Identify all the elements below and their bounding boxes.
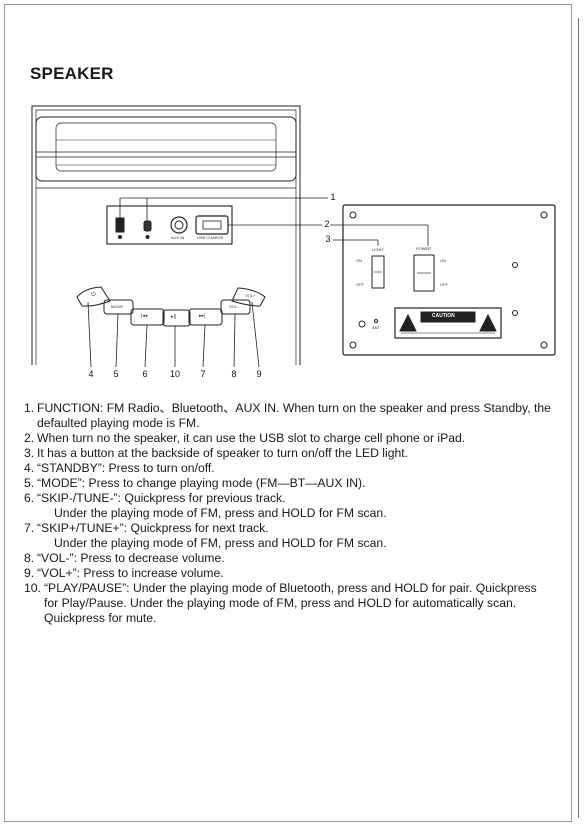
instruction-1: 1.FUNCTION: FM Radio、Bluetooth、AUX IN. W…: [24, 401, 554, 431]
light-switch: [371, 255, 385, 289]
instruction-text: “VOL+”: Press to increase volume.: [37, 566, 224, 580]
instruction-text: “SKIP-/TUNE-”: Quickpress for previous t…: [37, 491, 286, 505]
speaker-handle: [35, 116, 297, 182]
instruction-number: 7.: [24, 521, 35, 535]
speaker-body-outline: [31, 105, 301, 365]
skip-prev-button: [130, 308, 165, 326]
callout-1: 1: [330, 192, 336, 202]
instruction-number: 5.: [24, 476, 35, 490]
caution-text: CAUTION: [432, 313, 455, 319]
callout-2: 2: [324, 219, 330, 229]
ant-label: ANT: [372, 325, 380, 330]
play-pause-button: [162, 309, 191, 327]
callout-10: 10: [169, 369, 181, 379]
vol-minus-label: VOL-: [229, 304, 239, 309]
back-panel: [342, 204, 556, 356]
light-label: LIGHT: [372, 247, 384, 252]
standby-button: [76, 286, 111, 307]
instruction-text: “PLAY/PAUSE”: Under the playing mode of …: [44, 581, 537, 625]
light-off-label: OFF: [356, 282, 364, 287]
instruction-text: “SKIP+/TUNE+”: Quickpress for next track…: [37, 521, 269, 535]
instruction-number: 9.: [24, 566, 35, 580]
caution-label: [394, 307, 502, 339]
instruction-number: 4.: [24, 461, 35, 475]
instruction-text: When turn no the speaker, it can use the…: [37, 431, 466, 445]
mode-button: [103, 299, 134, 315]
manual-page: [4, 4, 572, 822]
standby-icon: ⏻: [91, 292, 96, 298]
usb-slot: [195, 215, 229, 235]
aux-label: AUX IN: [171, 235, 185, 240]
instruction-5: 5.“MODE”: Press to change playing mode (…: [24, 476, 554, 491]
instruction-8: 8.“VOL-”: Press to decrease volume.: [24, 551, 554, 566]
skip-next-button: [188, 308, 223, 326]
antenna-socket: [358, 320, 366, 328]
instruction-number: 3.: [24, 446, 35, 460]
callout-4: 4: [88, 369, 94, 379]
instruction-2: 2.When turn no the speaker, it can use t…: [24, 431, 554, 446]
aux-jack: [170, 216, 188, 234]
instruction-subtext: Under the playing mode of FM, press and …: [54, 536, 387, 550]
instruction-text: “VOL-”: Press to decrease volume.: [37, 551, 225, 565]
skip-prev-icon: |◂◂: [141, 313, 148, 319]
callout-7: 7: [200, 369, 206, 379]
led-indicator: [143, 220, 152, 232]
page-edge-rule: [578, 18, 579, 818]
power-label: POWER: [416, 246, 432, 251]
callout-3: 3: [325, 234, 331, 244]
instruction-number: 6.: [24, 491, 35, 505]
instruction-number: 10.: [24, 581, 41, 595]
instruction-number: 2.: [24, 431, 35, 445]
callout-8: 8: [231, 369, 237, 379]
callout-9: 9: [256, 369, 262, 379]
instruction-10: 10.“PLAY/PAUSE”: Under the playing mode …: [24, 581, 554, 626]
instruction-number: 8.: [24, 551, 35, 565]
vol-plus-label: VOL+: [245, 293, 256, 298]
vol-minus-button: [220, 299, 251, 315]
instruction-list: 1.FUNCTION: FM Radio、Bluetooth、AUX IN. W…: [24, 401, 554, 626]
vol-plus-button: [231, 287, 266, 307]
instruction-7: 7.“SKIP+/TUNE+”: Quickpress for next tra…: [24, 521, 554, 551]
power-switch: [413, 254, 435, 292]
instruction-6: 6.“SKIP-/TUNE-”: Quickpress for previous…: [24, 491, 554, 521]
speaker-body-inner: [35, 109, 297, 365]
instruction-number: 1.: [24, 401, 35, 415]
speaker-diagram: AUX IN USB CHARGE LIGHT POWER ON OFF ON …: [0, 0, 585, 400]
instruction-4: 4.“STANDBY”: Press to turn on/off.: [24, 461, 554, 476]
callout-6: 6: [142, 369, 148, 379]
instruction-text: FUNCTION: FM Radio、Bluetooth、AUX IN. Whe…: [37, 401, 551, 430]
callout-5: 5: [113, 369, 119, 379]
instruction-text: “MODE”: Press to change playing mode (FM…: [37, 476, 366, 490]
usb-label: USB CHARGE: [197, 235, 224, 240]
instruction-9: 9.“VOL+”: Press to increase volume.: [24, 566, 554, 581]
power-off-label: OFF: [440, 282, 448, 287]
skip-next-icon: ▸▸|: [199, 313, 206, 319]
instruction-subtext: Under the playing mode of FM, press and …: [54, 506, 387, 520]
mode-button-label: MODE: [111, 304, 123, 309]
section-heading: SPEAKER: [30, 64, 114, 83]
instruction-text: “STANDBY”: Press to turn on/off.: [37, 461, 215, 475]
function-switch: [115, 217, 125, 233]
power-on-label: ON: [440, 258, 446, 263]
light-on-label: ON: [356, 258, 362, 263]
instruction-3: 3.It has a button at the backside of spe…: [24, 446, 554, 461]
instruction-text: It has a button at the backside of speak…: [37, 446, 409, 460]
play-pause-icon: ▸||: [171, 314, 177, 320]
